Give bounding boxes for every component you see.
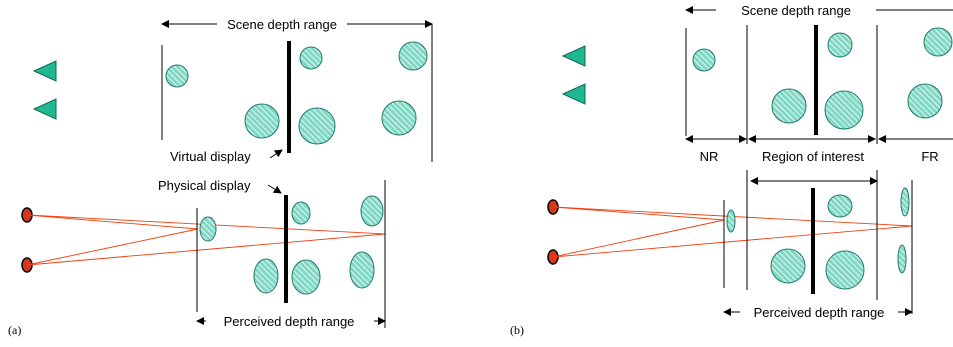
virtual-display-pointer <box>269 149 283 159</box>
hatched-disc <box>827 194 853 218</box>
hatched-disc <box>199 216 217 242</box>
hatched-disc <box>771 88 807 124</box>
hatched-disc <box>291 201 311 225</box>
scene-depth-label-a: Scene depth range <box>227 17 337 32</box>
hatched-disc <box>349 251 375 289</box>
physical-display-label: Physical display <box>158 178 251 193</box>
hatched-disc <box>907 83 943 119</box>
scene-depth-label-b: Scene depth range <box>741 3 851 18</box>
hatched-disc <box>923 27 953 57</box>
perceived-depth-label-b: Perceived depth range <box>754 305 885 320</box>
triangle-icon <box>561 45 586 67</box>
hatched-disc <box>692 48 716 72</box>
physical-display-b <box>811 188 815 294</box>
hatched-disc <box>900 187 910 217</box>
virtual-display-b <box>814 25 818 135</box>
hatched-disc <box>360 195 384 227</box>
triangle-icon <box>561 83 586 105</box>
hatched-disc <box>299 46 323 70</box>
panel-label-a: (a) <box>8 323 21 337</box>
triangle-icon <box>32 60 57 82</box>
panel-b: Scene depth range NR Region of interest … <box>510 2 953 337</box>
hatched-disc <box>825 250 865 290</box>
hatched-disc <box>770 248 806 284</box>
physical-display-pointer <box>267 184 282 194</box>
panel-a: Scene depth range Virtual display Physic… <box>8 16 433 337</box>
hatched-disc <box>244 103 280 139</box>
perceived-depth-label-a: Perceived depth range <box>224 314 355 329</box>
hatched-disc <box>726 209 736 233</box>
hatched-disc <box>381 100 417 136</box>
triangle-icon <box>32 98 57 120</box>
hatched-disc <box>824 90 864 130</box>
hatched-disc <box>298 107 336 145</box>
physical-display-a <box>284 195 288 303</box>
panel-label-b: (b) <box>510 323 524 337</box>
hatched-disc <box>291 259 321 295</box>
fr-label: FR <box>921 149 938 164</box>
hatched-disc <box>398 41 428 71</box>
nr-label: NR <box>700 149 719 164</box>
hatched-disc <box>827 32 853 58</box>
roi-label: Region of interest <box>762 149 864 164</box>
hatched-disc <box>165 64 189 88</box>
virtual-display-label: Virtual display <box>170 149 251 164</box>
hatched-disc <box>253 258 279 294</box>
virtual-display-a <box>287 41 291 153</box>
hatched-disc <box>897 244 907 274</box>
